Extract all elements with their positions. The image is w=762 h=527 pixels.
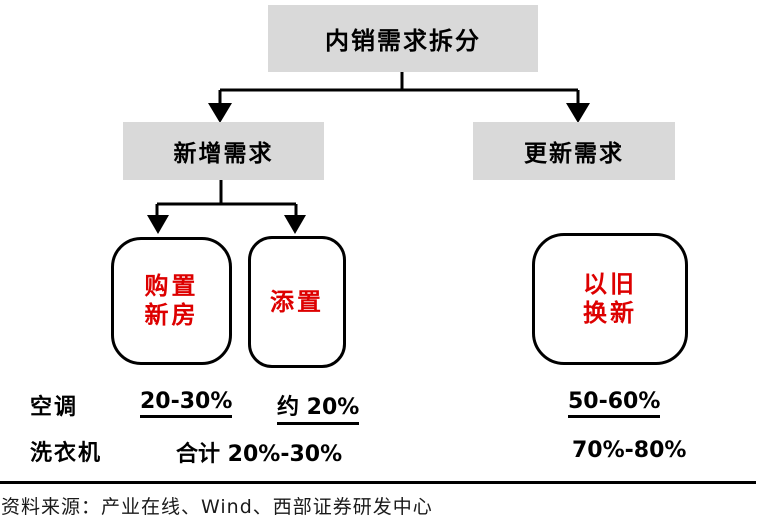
connector-new-demand-stem bbox=[155, 180, 298, 219]
stat-ac-trade-in-share: 50-60% bbox=[568, 389, 661, 418]
row-label-washing-machine: 洗衣机 bbox=[30, 441, 103, 466]
connector-root-stem bbox=[218, 72, 580, 107]
stat-wm-trade-in-share: 70%-80% bbox=[572, 438, 687, 463]
arrowhead-to-additional-purchase bbox=[284, 215, 306, 234]
root-node-domestic-demand: 内销需求拆分 bbox=[268, 5, 538, 72]
branch-replacement-demand-label: 更新需求 bbox=[524, 141, 624, 167]
stat-ac-new-house-share: 20-30% bbox=[140, 389, 233, 418]
leaf-node-additional-purchase: 添置 bbox=[248, 236, 346, 368]
row-label-air-conditioner: 空调 bbox=[30, 395, 79, 420]
leaf-trade-in-label: 以旧 换新 bbox=[583, 270, 637, 327]
leaf-buy-new-house-label: 购置 新房 bbox=[144, 272, 199, 329]
branch-new-demand-label: 新增需求 bbox=[173, 141, 274, 167]
leaf-node-buy-new-house: 购置 新房 bbox=[111, 237, 232, 365]
root-node-label: 内销需求拆分 bbox=[325, 27, 481, 55]
leaf-additional-purchase-label: 添置 bbox=[270, 287, 324, 316]
branch-node-replacement-demand: 更新需求 bbox=[473, 122, 675, 180]
arrowhead-to-buy-new-house bbox=[147, 215, 169, 234]
stat-ac-additional-share: 约 20% bbox=[277, 389, 360, 425]
source-note: 资料来源：产业在线、Wind、西部证券研发中心 bbox=[1, 496, 433, 518]
stat-wm-new-demand-total-share: 合计 20%-30% bbox=[176, 442, 343, 467]
branch-node-new-demand: 新增需求 bbox=[123, 122, 324, 180]
arrowhead-to-replacement-demand bbox=[566, 103, 590, 123]
footer-divider bbox=[0, 481, 756, 484]
arrowhead-to-new-demand bbox=[208, 103, 232, 123]
leaf-node-trade-in: 以旧 换新 bbox=[532, 233, 688, 365]
